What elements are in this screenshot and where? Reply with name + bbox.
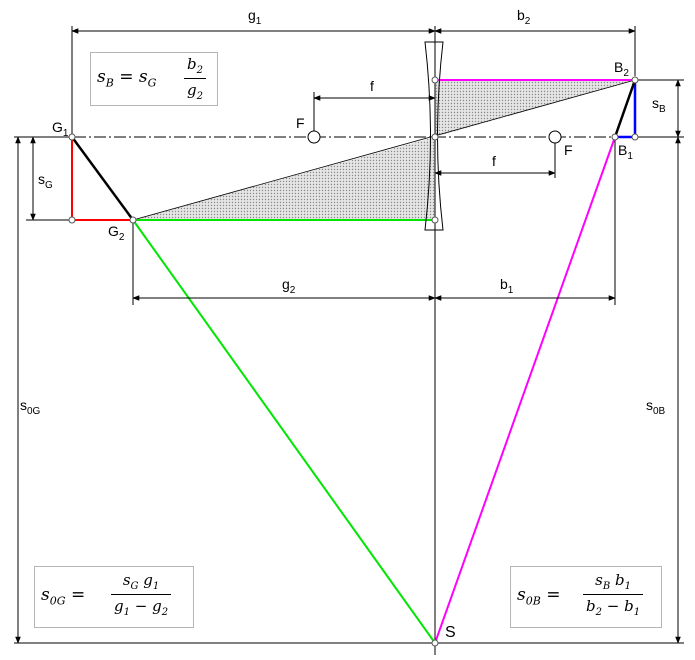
focal-point-left [307,130,321,144]
point-B2 [631,76,639,84]
label-G1: G1 [52,119,69,139]
label-f-right: f [492,153,496,169]
formula-box-s0G: s0G = sG g1 g1 − g2 [34,566,194,628]
formula-s0G-lhs: s0G = [41,585,86,608]
label-s0B: s0B [646,397,666,417]
label-sB: sB [652,95,666,115]
point-G2 [129,216,137,224]
point-S [431,639,439,647]
formula-s0B-lhs: s0B = [517,585,561,608]
central-ray [132,79,636,221]
label-G2: G2 [108,223,125,243]
point-B1-base [631,133,639,141]
focal-point-right [548,130,562,144]
label-b1: b1 [500,276,514,296]
formula-sB-fraction: b2 g2 [184,55,206,102]
label-F-right: F [564,142,573,158]
label-g1: g1 [248,7,262,27]
point-lens-top [431,76,439,84]
label-S: S [445,624,456,641]
formula-s0G-fraction: sG g1 g1 − g2 [111,571,172,618]
point-lens-center [431,133,439,141]
formula-s0B-fraction: sB b1 b2 − b1 [583,571,644,618]
point-G1 [68,133,76,141]
lens [424,41,444,231]
label-g2: g2 [282,276,296,296]
label-f-left: f [370,78,374,94]
label-s0G: s0G [20,397,41,417]
label-B1: B1 [618,142,633,162]
image-black-segment [613,79,637,138]
point-G2-base [68,216,76,224]
point-lens-bottom [431,216,439,224]
label-b2: b2 [517,7,531,27]
formula-box-s0B: s0B = sB b1 b2 − b1 [510,566,662,628]
formula-box-sB: sB = sG b2 g2 [90,52,218,106]
formula-sB-lhs: sB = sG [97,67,157,90]
ray-magenta-diagonal [434,136,616,644]
label-B2: B2 [614,59,629,79]
label-F-left: F [296,115,305,131]
point-B1 [611,133,619,141]
object-black-segment [70,136,135,221]
label-sG: sG [38,171,53,191]
ray-green-diagonal [132,219,436,644]
